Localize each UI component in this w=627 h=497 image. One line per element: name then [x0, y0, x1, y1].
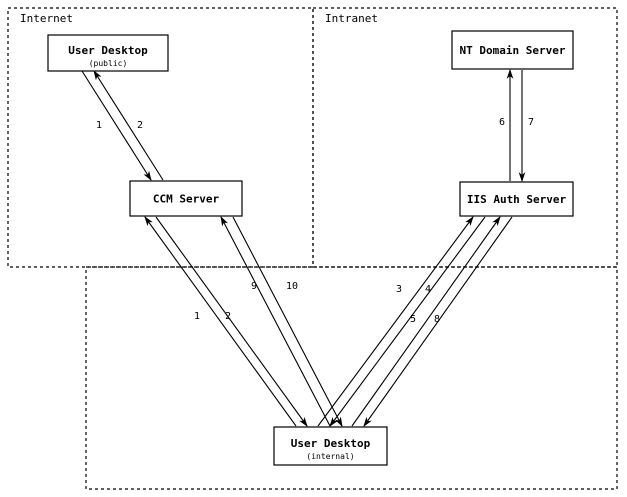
- edges-layer: [81, 68, 526, 427]
- zone-label-internet: Internet: [20, 12, 73, 25]
- node-box-nt-domain-server[interactable]: [451, 30, 574, 70]
- edge-arrow-edge-10: [232, 216, 343, 427]
- edge-label-edge-5: 5: [410, 314, 416, 325]
- node-ccm-server[interactable]: CCM Server: [129, 180, 243, 217]
- edge-label-edge-1-internal: 1: [194, 311, 200, 322]
- edge-label-edge-2-internal: 2: [225, 311, 231, 322]
- node-nt-domain-server[interactable]: NT Domain Server: [451, 30, 574, 70]
- node-label-user-desktop-public: User Desktop: [68, 44, 148, 57]
- edge-arrow-edge-2-internal: [155, 216, 308, 427]
- node-user-desktop-internal[interactable]: User Desktop (internal): [273, 426, 388, 466]
- node-sublabel-user-desktop-internal: (internal): [306, 452, 354, 461]
- node-label-user-desktop-internal: User Desktop: [291, 437, 371, 450]
- node-iis-auth-server[interactable]: IIS Auth Server: [459, 181, 574, 217]
- node-box-user-desktop-public[interactable]: [47, 34, 169, 72]
- edge-arrow-edge-3: [317, 216, 474, 427]
- edge-label-edge-2-public: 2: [137, 120, 143, 131]
- node-user-desktop-public[interactable]: User Desktop (public): [47, 34, 169, 72]
- edge-arrow-edge-1-public: [81, 70, 152, 181]
- edge-arrow-edge-5: [351, 216, 501, 427]
- node-sublabel-user-desktop-public: (public): [89, 59, 128, 68]
- edge-label-edge-10: 10: [286, 281, 298, 292]
- zone-boundary-internal: [85, 266, 618, 490]
- edge-label-edge-4: 4: [425, 284, 431, 295]
- zone-label-intranet: Intranet: [325, 12, 378, 25]
- node-label-nt-domain-server: NT Domain Server: [460, 44, 566, 57]
- nodes-layer: User Desktop (public) CCM Server NT Domain …: [47, 30, 574, 466]
- edge-labels-layer: 1 2 6 7 1 2 9 10 3 4 5 8: [96, 117, 534, 325]
- edge-arrow-edge-8: [363, 216, 513, 427]
- edge-label-edge-6: 6: [499, 117, 505, 128]
- edge-label-edge-7: 7: [528, 117, 534, 128]
- edge-arrow-edge-4: [329, 216, 486, 427]
- edge-label-edge-8: 8: [434, 314, 440, 325]
- edge-label-edge-3: 3: [396, 284, 402, 295]
- node-box-ccm-server[interactable]: [129, 180, 243, 217]
- edge-label-edge-9: 9: [251, 281, 257, 292]
- edge-arrow-edge-1-internal: [144, 216, 297, 427]
- node-box-user-desktop-internal[interactable]: [273, 426, 388, 466]
- node-label-iis-auth-server: IIS Auth Server: [467, 193, 567, 206]
- node-label-ccm-server: CCM Server: [153, 193, 220, 206]
- edge-label-edge-1-public: 1: [96, 120, 102, 131]
- node-box-iis-auth-server[interactable]: [459, 181, 574, 217]
- edge-arrow-edge-9: [220, 216, 331, 427]
- edge-arrow-edge-2-public: [93, 70, 164, 181]
